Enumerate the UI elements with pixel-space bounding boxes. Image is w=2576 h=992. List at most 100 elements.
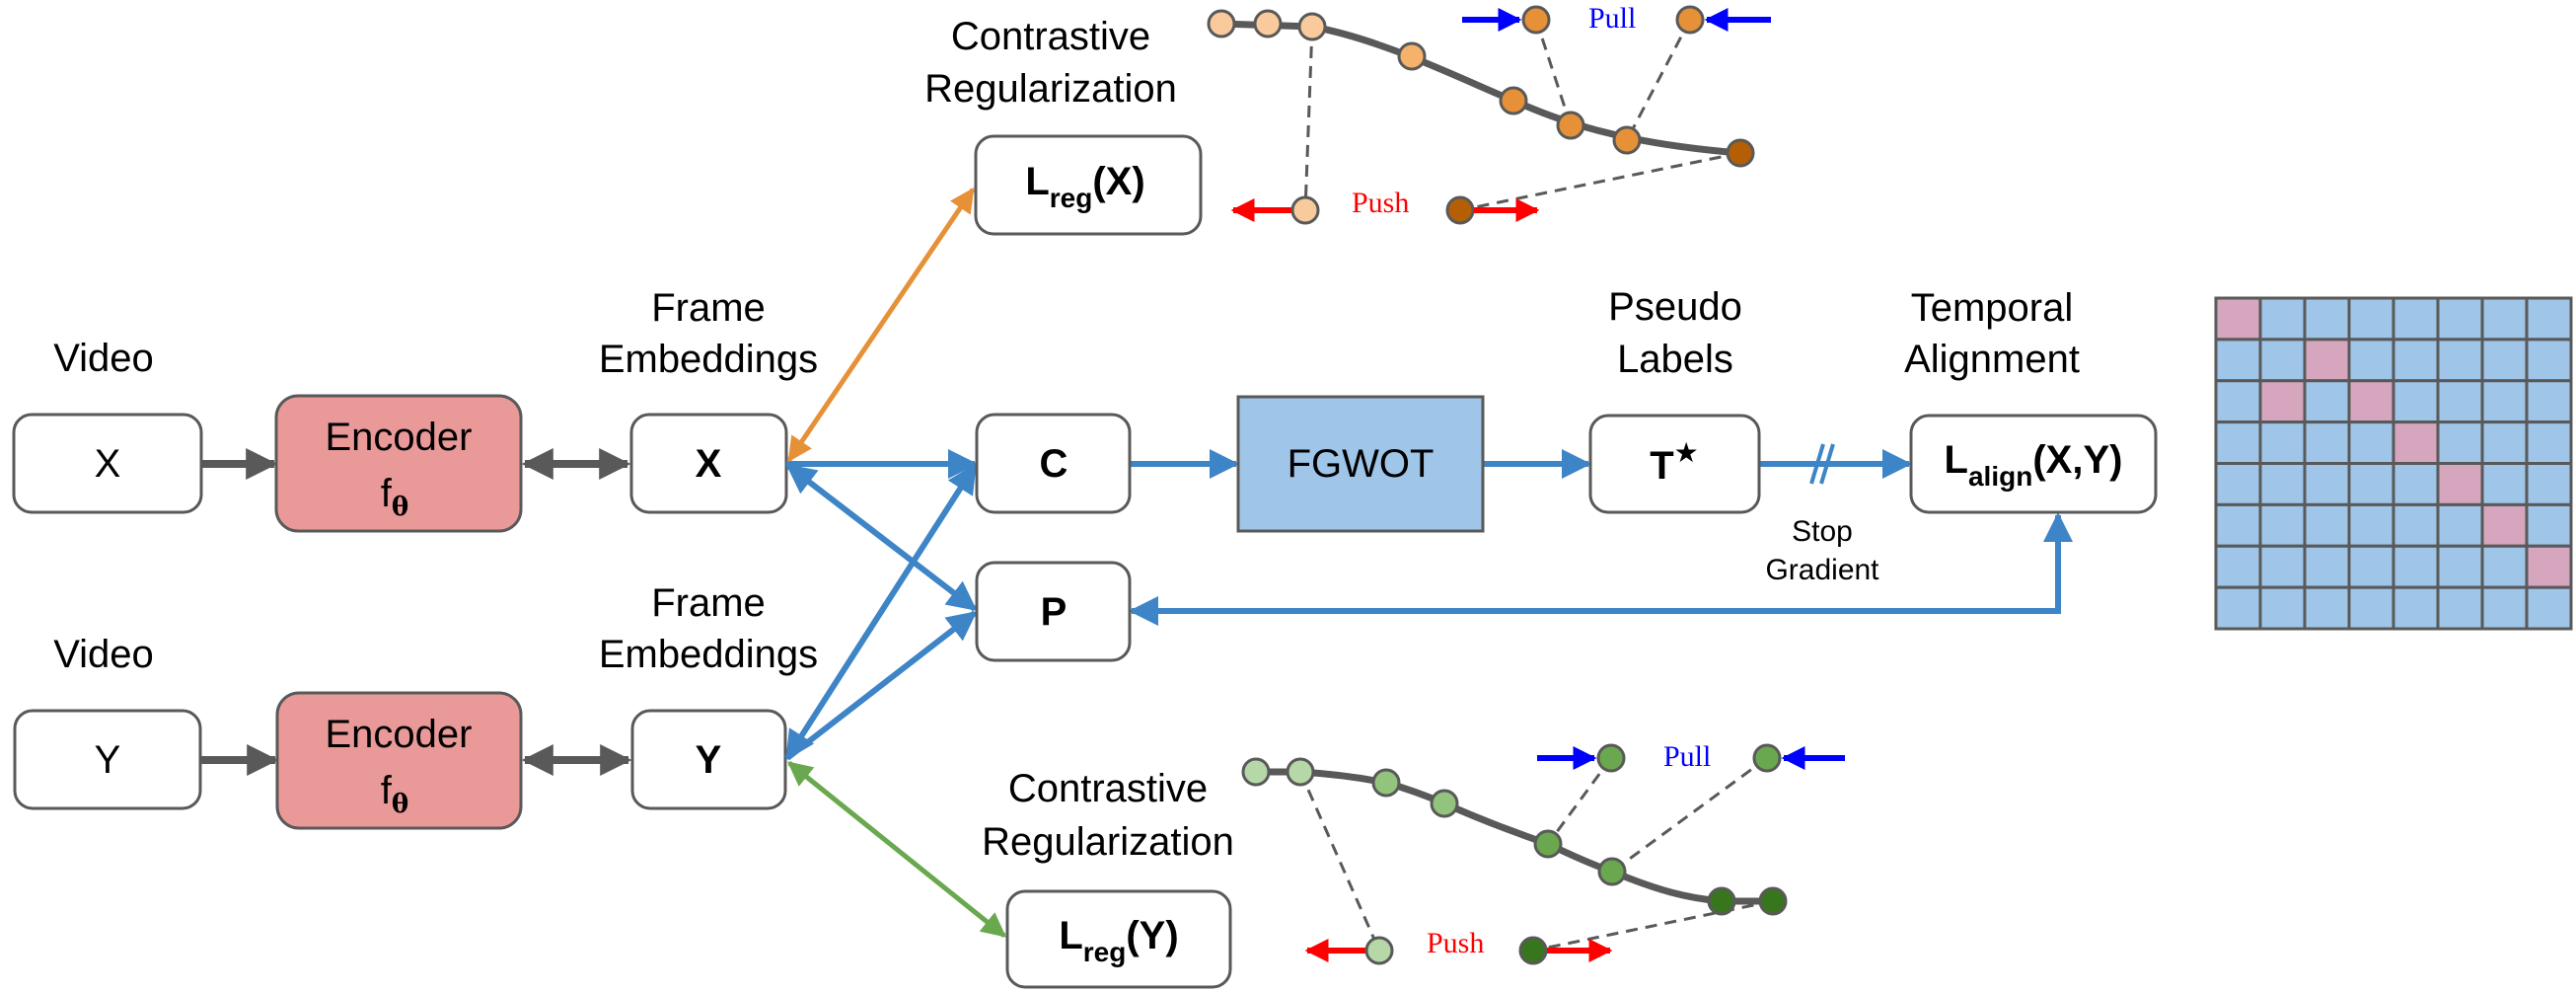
matrix-cell-aligned	[2303, 338, 2351, 383]
matrix-cell-aligned	[2214, 296, 2262, 342]
matrix-cell	[2436, 296, 2484, 342]
matrix-cell	[2525, 585, 2573, 631]
reg-y-pull-label: Pull	[1663, 740, 1711, 773]
reg-y-label-line2: Regularization	[982, 820, 1234, 864]
reg-x-loss-node[interactable]: Lreg(X)	[974, 134, 1203, 236]
matrix-cell	[2480, 338, 2529, 383]
pseudo-label-line1: Pseudo	[1608, 285, 1742, 329]
matrix-cell	[2480, 462, 2529, 506]
matrix-cell	[2258, 296, 2307, 342]
cost-matrix-text: C	[1040, 442, 1068, 486]
matrix-cell-aligned	[2436, 462, 2484, 506]
matrix-cell	[2392, 502, 2440, 548]
reg-y-node-2	[1286, 757, 1315, 787]
reg-y-node-7	[1707, 886, 1736, 916]
reg-x-pull-node-1	[1521, 5, 1551, 35]
matrix-cell	[2392, 585, 2440, 631]
matrix-cell	[2436, 420, 2484, 465]
matrix-cell	[2303, 420, 2351, 465]
align-to-p-feedback-arrow	[1129, 512, 2073, 626]
matrix-cell-aligned	[2258, 379, 2307, 424]
matrix-cell	[2303, 462, 2351, 506]
video-y-node[interactable]: Y	[13, 709, 202, 810]
reg-x-pull-label: Pull	[1588, 2, 1636, 35]
matrix-cell-aligned	[2392, 420, 2440, 465]
matrix-cell	[2525, 338, 2573, 383]
matrix-cell	[2436, 379, 2484, 424]
embed-x-label-line2: Embeddings	[599, 338, 818, 381]
encoder-y-node[interactable]: Encoder fθ	[275, 691, 523, 830]
reg-y-node-4	[1430, 789, 1459, 818]
matrix-cell	[2347, 420, 2395, 465]
matrix-cell	[2525, 379, 2573, 424]
reg-x-embedding-sketch: Pull Push	[1207, 2, 1771, 225]
matrix-cell	[2303, 544, 2351, 589]
align-label-line2: Alignment	[1904, 338, 2080, 381]
matrix-cell	[2525, 420, 2573, 465]
matrix-cell-aligned	[2347, 379, 2395, 424]
reg-x-push-node-1	[1290, 195, 1320, 225]
matrix-cell	[2480, 379, 2529, 424]
matrix-cell	[2258, 502, 2307, 548]
matrix-cell	[2214, 379, 2262, 424]
reg-y-loss-text: Lreg(Y)	[1059, 914, 1178, 967]
matrix-cell	[2347, 338, 2395, 383]
reg-y-node-6	[1597, 857, 1627, 886]
reg-y-push-node-1	[1364, 936, 1394, 965]
reg-y-embedding-sketch: Pull Push	[1241, 740, 1845, 965]
matrix-cell	[2525, 462, 2573, 506]
embed-x-p-bidirectional-arrow	[785, 463, 978, 612]
cost-matrix-node[interactable]: C	[975, 413, 1132, 514]
matrix-cell	[2258, 585, 2307, 631]
reg-x-push-node-2	[1445, 195, 1475, 225]
matrix-cell	[2392, 379, 2440, 424]
prior-node[interactable]: P	[975, 561, 1132, 662]
matrix-cell	[2214, 338, 2262, 383]
video-x-text: X	[95, 442, 121, 486]
stop-gradient-mark	[1809, 443, 1835, 485]
video-y-text: Y	[95, 738, 121, 782]
encoder-x-title: Encoder	[326, 416, 473, 459]
matrix-cell	[2214, 544, 2262, 589]
fgwot-text: FGWOT	[1288, 442, 1435, 486]
reg-y-push-node-2	[1518, 936, 1548, 965]
reg-y-loss-node[interactable]: Lreg(Y)	[1005, 889, 1232, 989]
pseudo-labels-node[interactable]: T★	[1588, 414, 1761, 514]
matrix-cell	[2347, 585, 2395, 631]
matrix-cell	[2347, 462, 2395, 506]
matrix-cell	[2258, 420, 2307, 465]
matrix-cell-aligned	[2480, 502, 2529, 548]
embed-x-label-line1: Frame	[651, 286, 766, 330]
encoder-x-node[interactable]: Encoder fθ	[274, 394, 523, 533]
align-loss-node[interactable]: Lalign(X,Y)	[1909, 414, 2158, 514]
pseudo-label-line2: Labels	[1617, 338, 1733, 381]
matrix-cell	[2480, 544, 2529, 589]
matrix-cell	[2436, 502, 2484, 548]
embed-x-node[interactable]: X	[629, 413, 788, 514]
embed-y-label-line1: Frame	[651, 581, 766, 625]
matrix-cell	[2347, 544, 2395, 589]
video-x-node[interactable]: X	[12, 413, 203, 514]
matrix-cell	[2436, 338, 2484, 383]
matrix-cell	[2525, 296, 2573, 342]
embed-y-node[interactable]: Y	[630, 709, 787, 810]
embed-x-text: X	[696, 442, 722, 486]
matrix-cell	[2214, 420, 2262, 465]
reg-y-pull-node-1	[1596, 743, 1626, 773]
reg-x-pull-node-2	[1675, 5, 1705, 35]
reg-y-push-label: Push	[1427, 927, 1484, 959]
matrix-cell	[2258, 462, 2307, 506]
embed-x-reg-x-arrow	[786, 187, 976, 463]
encoder-y-function: fθ	[381, 769, 408, 819]
encoder-y-title: Encoder	[326, 713, 473, 756]
matrix-cell	[2258, 338, 2307, 383]
fgwot-node[interactable]: FGWOT	[1236, 395, 1485, 533]
reg-y-node-1	[1241, 757, 1271, 787]
align-loss-text: Lalign(X,Y)	[1945, 438, 2123, 492]
video-x-label: Video	[53, 337, 154, 380]
reg-y-node-5	[1533, 829, 1563, 859]
reg-x-node-5	[1499, 86, 1528, 115]
embed-y-reg-y-arrow	[787, 761, 1006, 938]
reg-x-node-2	[1253, 9, 1283, 38]
